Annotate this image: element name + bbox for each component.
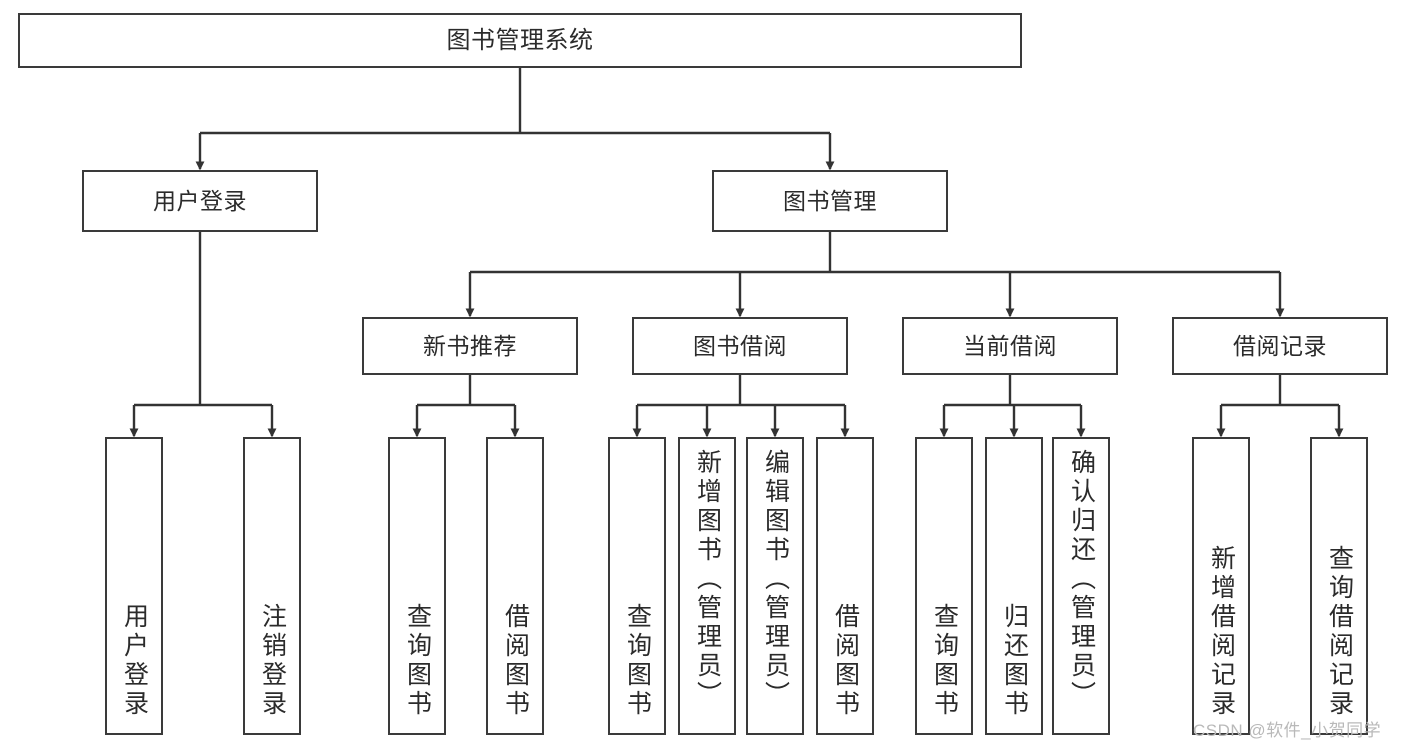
node-label: 借阅图书 [501,603,530,719]
node-leaf-query-book-1[interactable]: 查询图书 [388,437,446,735]
node-leaf-query-book-3[interactable]: 查询图书 [915,437,973,735]
node-leaf-confirm-return[interactable]: 确认归还（管理员） [1052,437,1110,735]
node-borrow-record[interactable]: 借阅记录 [1172,317,1388,375]
node-label: 新增图书（管理员） [693,449,722,710]
node-label: 用户登录 [153,187,247,214]
node-root[interactable]: 图书管理系统 [18,13,1022,68]
node-leaf-borrow-book-2[interactable]: 借阅图书 [816,437,874,735]
node-leaf-add-book[interactable]: 新增图书（管理员） [678,437,736,735]
node-label: 查询图书 [623,603,652,719]
node-leaf-add-record[interactable]: 新增借阅记录 [1192,437,1250,735]
node-leaf-query-record[interactable]: 查询借阅记录 [1310,437,1368,735]
node-book-borrow[interactable]: 图书借阅 [632,317,848,375]
node-label: 查询图书 [930,603,959,719]
node-leaf-user-logout[interactable]: 注销登录 [243,437,301,735]
node-leaf-borrow-book-1[interactable]: 借阅图书 [486,437,544,735]
node-leaf-user-login[interactable]: 用户登录 [105,437,163,735]
node-label: 图书借阅 [693,332,787,359]
node-label: 编辑图书（管理员） [761,449,790,710]
node-book-manage[interactable]: 图书管理 [712,170,948,232]
node-leaf-query-book-2[interactable]: 查询图书 [608,437,666,735]
watermark: CSDN @软件_小贺同学 [1193,721,1382,740]
node-label: 新增借阅记录 [1207,545,1236,719]
node-label: 确认归还（管理员） [1067,449,1096,710]
node-label: 当前借阅 [963,332,1057,359]
node-user-login[interactable]: 用户登录 [82,170,318,232]
node-leaf-edit-book[interactable]: 编辑图书（管理员） [746,437,804,735]
node-leaf-return-book[interactable]: 归还图书 [985,437,1043,735]
node-label: 借阅记录 [1233,332,1327,359]
node-label: 图书管理 [783,187,877,214]
node-label: 查询图书 [403,603,432,719]
node-new-book-rec[interactable]: 新书推荐 [362,317,578,375]
node-label: 新书推荐 [423,332,517,359]
node-label: 用户登录 [120,603,149,719]
node-label: 图书管理系统 [446,26,594,54]
node-label: 归还图书 [1000,603,1029,719]
node-label: 注销登录 [258,603,287,719]
node-label: 借阅图书 [831,603,860,719]
node-label: 查询借阅记录 [1325,545,1354,719]
node-current-borrow[interactable]: 当前借阅 [902,317,1118,375]
